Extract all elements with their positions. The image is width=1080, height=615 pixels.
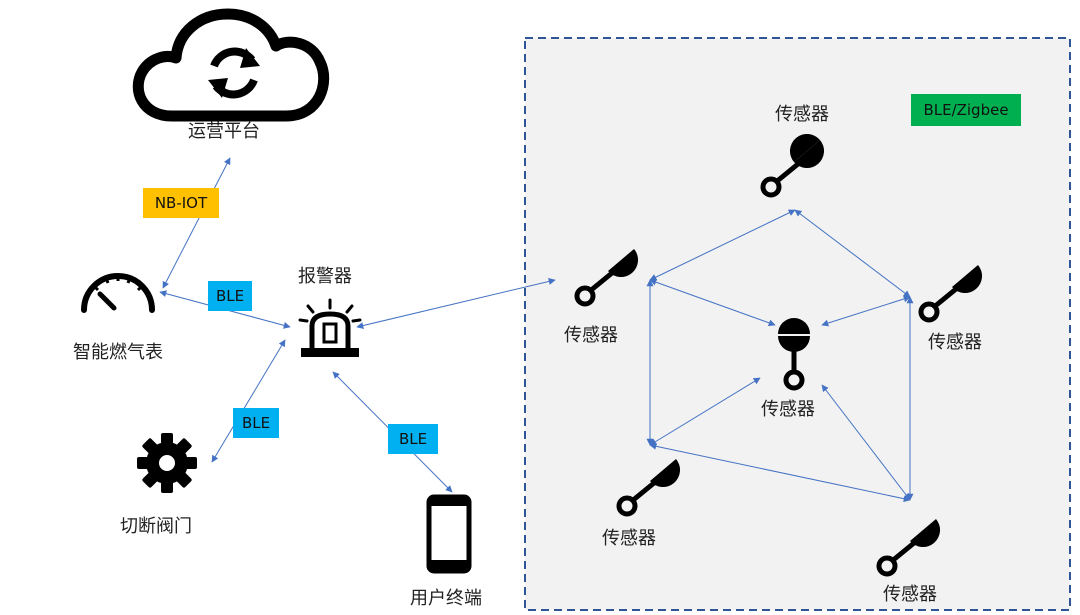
meter-label: 智能燃气表 [73,342,163,363]
sensor-label: 传感器 [775,104,829,125]
alarm-label: 报警器 [298,266,352,287]
mesh-tag: BLE/Zigbee [911,94,1021,126]
link-s1-s4 [649,278,776,327]
link-s5-s4 [649,377,761,446]
link-s1-s2 [649,209,796,281]
sensor-label: 传感器 [928,332,982,353]
valve-label: 切断阀门 [120,516,192,537]
sensor-label: 传感器 [602,528,656,549]
sensor-probe-icon [760,134,825,198]
smartphone-icon [426,494,472,574]
link-s5-s6 [649,442,911,503]
cloud-sync-icon [132,8,330,122]
cloud-label: 运营平台 [188,121,260,142]
sensor-probe-icon [918,265,983,323]
link-alarm-valve [211,339,286,463]
ble-tag-valve: BLE [233,408,279,438]
alarm-light-icon [298,298,362,357]
sensor-probe-icon [616,459,681,517]
sensor-probe-icon [574,249,639,307]
sensor-label: 传感器 [761,399,815,420]
link-s3-s4 [821,295,911,327]
ble-tag-terminal: BLE [388,424,438,454]
sensor-probe-icon [876,519,941,577]
link-s2-s3 [794,209,911,298]
gear-icon [137,433,197,493]
gauge-icon [81,273,155,313]
link-alarm-sensor [356,278,556,329]
link-s4-s6 [821,384,911,501]
sensor-label: 传感器 [883,584,937,605]
link-meter-cloud [162,157,231,289]
sensor-probe-icon [778,318,810,391]
sensor-label: 传感器 [564,325,618,346]
ble-tag-meter: BLE [208,281,252,311]
nbiot-tag: NB-IOT [143,188,219,218]
terminal-label: 用户终端 [410,588,482,609]
